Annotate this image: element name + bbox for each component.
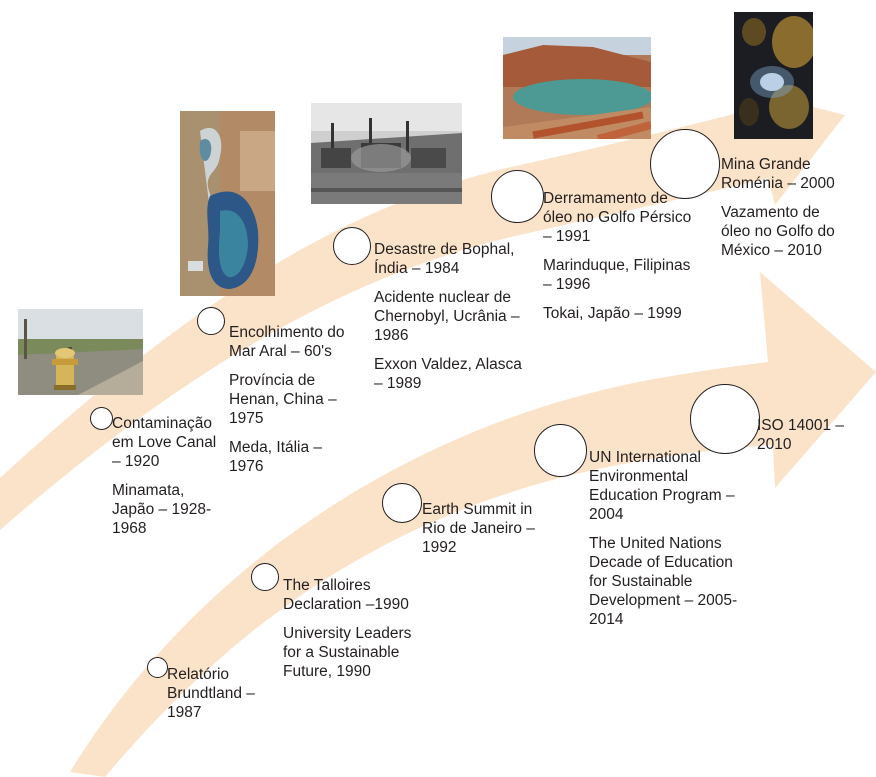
event-label: Earth Summit in Rio de Janeiro – 1992 — [422, 501, 535, 556]
event-label: Acidente nuclear de Chernobyl, Ucrânia –… — [374, 289, 520, 344]
event-label: Derramamento de óleo no Golfo Pérsico – … — [543, 190, 692, 245]
event-label: ISO 14001 – 2010 — [757, 417, 845, 453]
bottom-milestone-3-marker — [382, 483, 422, 523]
event-label: Desastre de Bophal, Índia – 1984 — [374, 241, 515, 277]
top-milestone-2-text: Encolhimento do Mar Aral – 60's Provínci… — [229, 323, 359, 486]
fire-hydrant-photo — [18, 309, 143, 395]
event-label: Minamata, Japão – 1928-1968 — [112, 482, 212, 537]
event-label: Marinduque, Filipinas – 1996 — [543, 257, 691, 293]
bottom-milestone-2-text: The Talloires Declaration –1990 Universi… — [283, 576, 423, 691]
event-label: The United Nations Decade of Education f… — [589, 535, 738, 628]
bottom-milestone-4-text: UN International Environmental Education… — [589, 448, 754, 639]
lower-arrow — [70, 272, 876, 777]
event-label: Contaminação em Love Canal – 1920 — [112, 415, 217, 470]
top-milestone-2-marker — [197, 307, 225, 335]
top-milestone-5-marker — [650, 129, 720, 199]
bottom-milestone-1-marker — [147, 657, 168, 678]
top-milestone-5-text: Mina Grande Roménia – 2000 Vazamento de … — [721, 155, 849, 270]
underwater-oil-spill-photo — [734, 12, 813, 139]
event-label: Meda, Itália – 1976 — [229, 439, 323, 475]
mine-lake-pipes-photo — [503, 37, 651, 139]
event-label: Tokai, Japão – 1999 — [543, 305, 682, 322]
event-label: The Talloires Declaration –1990 — [283, 577, 409, 613]
bottom-milestone-2-marker — [251, 563, 279, 591]
top-milestone-4-marker — [491, 170, 544, 223]
bottom-milestone-1-text: Relatório Brundtland – 1987 — [167, 665, 277, 732]
top-milestone-3-text: Desastre de Bophal, Índia – 1984 Acident… — [374, 240, 524, 403]
event-label: University Leaders for a Sustainable Fut… — [283, 625, 412, 680]
bottom-milestone-5-marker — [690, 384, 760, 454]
industrial-city-photo — [311, 103, 462, 204]
aral-sea-satellite-photo — [180, 111, 275, 296]
top-milestone-3-marker — [333, 227, 371, 265]
event-label: Exxon Valdez, Alasca – 1989 — [374, 356, 522, 392]
event-label: Encolhimento do Mar Aral – 60's — [229, 324, 345, 360]
upper-arrow — [0, 90, 845, 530]
bottom-milestone-4-marker — [534, 424, 587, 477]
event-label: Relatório Brundtland – 1987 — [167, 666, 255, 721]
bottom-milestone-3-text: Earth Summit in Rio de Janeiro – 1992 — [422, 500, 557, 567]
event-label: Província de Henan, China – 1975 — [229, 372, 337, 427]
top-milestone-4-text: Derramamento de óleo no Golfo Pérsico – … — [543, 189, 693, 333]
top-milestone-1-marker — [90, 407, 113, 430]
bottom-milestone-5-text: ISO 14001 – 2010 — [757, 416, 857, 464]
event-label: Vazamento de óleo no Golfo do México – 2… — [721, 204, 835, 259]
top-milestone-1-text: Contaminação em Love Canal – 1920 Minama… — [112, 414, 222, 548]
event-label: UN International Environmental Education… — [589, 449, 735, 523]
event-label: Mina Grande Roménia – 2000 — [721, 156, 835, 192]
